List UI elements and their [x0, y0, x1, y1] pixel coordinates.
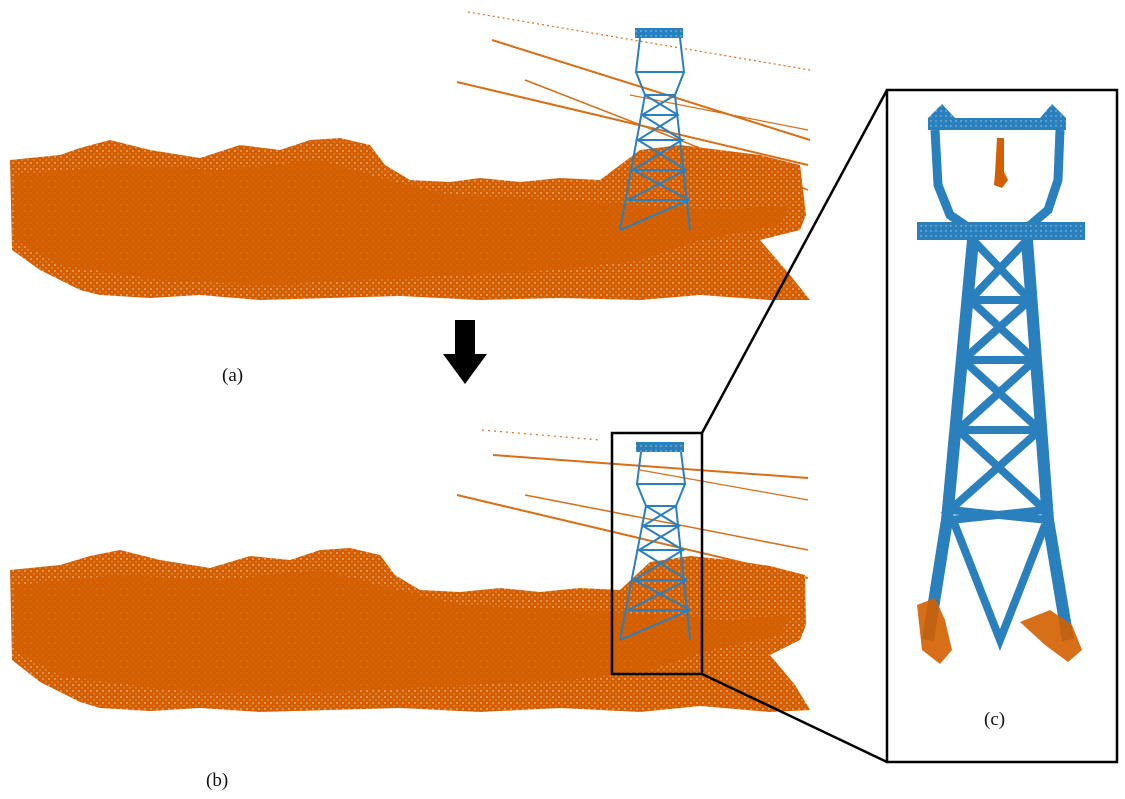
insulator-icon	[994, 138, 1008, 188]
panel-c-label: (c)	[984, 709, 1005, 730]
panel-b-power-lines	[456, 429, 809, 579]
zoom-connector-lines	[700, 89, 889, 764]
panel-b-ground-core	[15, 570, 790, 695]
panel-b-scene	[10, 429, 810, 712]
panel-b-label: (b)	[206, 770, 228, 791]
panel-a-label: (a)	[222, 365, 243, 386]
panel-c-tower	[917, 104, 1085, 664]
panel-a-ground-core	[15, 160, 790, 285]
panel-a-tower	[619, 28, 691, 231]
panel-a-scene	[10, 11, 811, 300]
panel-c-zoom: (c)	[885, 88, 1119, 764]
panel-a-power-lines	[456, 11, 811, 191]
panel-b-tower	[619, 442, 691, 641]
arrow-down-icon	[443, 320, 487, 384]
panel-b-selection-box	[610, 431, 704, 676]
